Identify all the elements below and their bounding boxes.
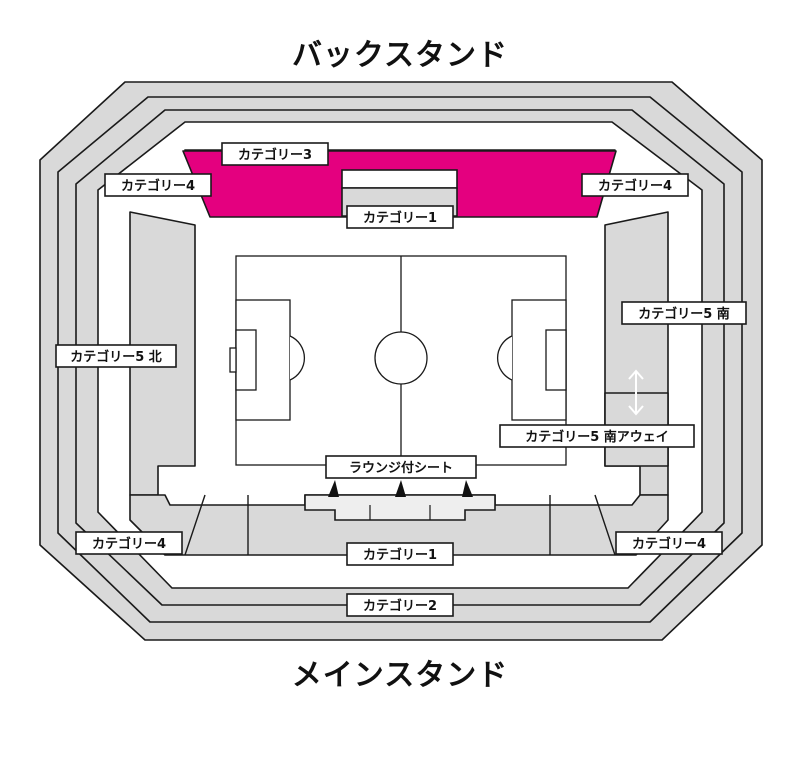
label-cat1-main: カテゴリー1 [346, 542, 454, 566]
label-cat1-back: カテゴリー1 [346, 205, 454, 229]
triangle-pointer-icon [462, 480, 473, 497]
label-cat4-main-left: カテゴリー4 [75, 531, 183, 555]
back-center-box [341, 169, 458, 189]
back-stand-title: バックスタンド [291, 38, 509, 73]
svg-text:カテゴリー4: カテゴリー4 [598, 178, 672, 194]
svg-text:カテゴリー1: カテゴリー1 [363, 547, 437, 563]
main-divider-4 [594, 494, 616, 556]
label-cat4-main-right: カテゴリー4 [615, 531, 723, 555]
svg-text:カテゴリー5 南アウェイ: カテゴリー5 南アウェイ [525, 429, 669, 445]
svg-text:カテゴリー4: カテゴリー4 [632, 536, 706, 552]
main-divider-1 [184, 494, 206, 556]
label-cat4-back-right: カテゴリー4 [581, 173, 689, 197]
triangle-pointer-icon [395, 480, 406, 497]
svg-text:カテゴリー4: カテゴリー4 [92, 536, 166, 552]
triangle-pointer-icon [328, 480, 339, 497]
svg-text:カテゴリー2: カテゴリー2 [363, 598, 437, 614]
label-cat4-back-left: カテゴリー4 [104, 173, 212, 197]
label-cat5-south: カテゴリー5 南 [621, 301, 747, 325]
svg-text:カテゴリー5 南: カテゴリー5 南 [638, 306, 730, 322]
label-cat2-main: カテゴリー2 [346, 593, 454, 617]
pitch [229, 255, 567, 466]
svg-text:カテゴリー1: カテゴリー1 [363, 210, 437, 226]
main-stand-title: メインスタンド [291, 658, 509, 693]
svg-text:ラウンジ付シート: ラウンジ付シート [349, 460, 453, 476]
double-arrow-vertical-icon [628, 369, 644, 416]
svg-text:カテゴリー4: カテゴリー4 [121, 178, 195, 194]
label-cat3-back: カテゴリー3 [221, 142, 329, 166]
main-stand-lower [129, 494, 669, 556]
svg-text:カテゴリー3: カテゴリー3 [238, 147, 312, 163]
label-cat5-south-away: カテゴリー5 南アウェイ [499, 424, 695, 448]
lounge-boxes [304, 494, 496, 521]
svg-text:カテゴリー5 北: カテゴリー5 北 [70, 349, 162, 365]
label-cat5-north: カテゴリー5 北 [55, 344, 177, 368]
label-lounge: ラウンジ付シート [325, 455, 477, 479]
